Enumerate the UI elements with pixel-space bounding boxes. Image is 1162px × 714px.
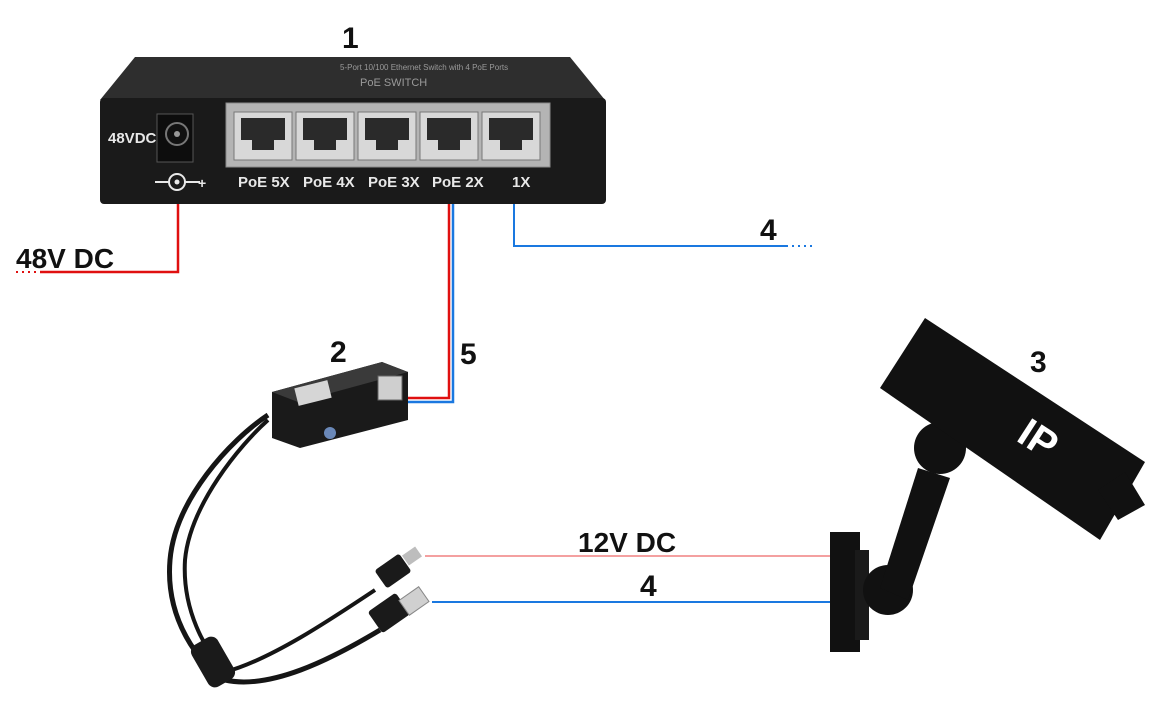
switch-subtitle: 5-Port 10/100 Ethernet Switch with 4 PoE… (340, 63, 508, 72)
dc-label: 48VDC (108, 130, 157, 147)
ip-camera (830, 318, 1145, 652)
port-label-5: PoE 5X (238, 174, 290, 191)
port-label-4: PoE 4X (303, 174, 355, 191)
dc-plug (375, 546, 422, 588)
label-camera-number: 3 (1030, 346, 1047, 379)
label-switch-number: 1 (342, 22, 359, 55)
label-cable-5: 5 (460, 338, 477, 371)
cable-48v (16, 204, 180, 274)
label-48v-dc: 48V DC (16, 243, 114, 274)
label-cable-4-bottom: 4 (640, 570, 657, 603)
dc-jack (156, 113, 194, 163)
polarity-icon: + (155, 173, 206, 191)
label-splitter-number: 2 (330, 336, 347, 369)
port-3 (357, 111, 417, 161)
port-4 (295, 111, 355, 161)
switch-title: PoE SWITCH (360, 77, 427, 89)
port-label-2: PoE 2X (432, 174, 484, 191)
port-label-3: PoE 3X (368, 174, 420, 191)
cable-4-uplink (513, 204, 815, 247)
rj45-plug (368, 586, 430, 633)
svg-text:+: + (198, 175, 206, 191)
port-1 (481, 111, 541, 161)
port-2 (419, 111, 479, 161)
port-label-1: 1X (512, 174, 530, 191)
poe-splitter (167, 362, 408, 688)
poe-switch: 5-Port 10/100 Ethernet Switch with 4 PoE… (100, 57, 606, 204)
label-cable-4-top: 4 (760, 214, 777, 247)
label-12v-dc: 12V DC (578, 527, 676, 558)
cable-5-poe (400, 204, 455, 404)
port-5 (233, 111, 293, 161)
